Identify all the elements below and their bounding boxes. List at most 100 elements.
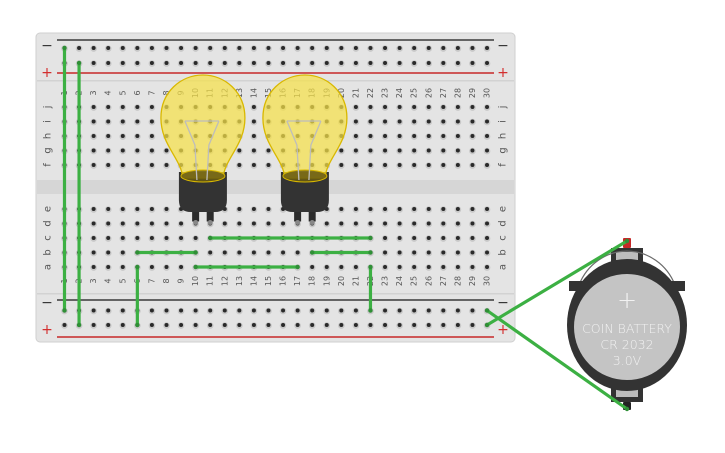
hole-i23[interactable] <box>381 118 389 126</box>
hole-a21[interactable] <box>352 264 360 271</box>
wire-end[interactable] <box>62 45 67 51</box>
hole-bottom-plus-4[interactable] <box>104 322 112 329</box>
wire-row-a-10-17[interactable] <box>193 264 300 270</box>
hole-h30[interactable] <box>483 133 491 140</box>
hole-g30[interactable] <box>483 147 491 155</box>
hole-f28[interactable] <box>454 162 462 169</box>
wire-plus-to-battery-pos[interactable] <box>484 238 630 328</box>
hole-g15[interactable] <box>265 147 272 155</box>
hole-e21[interactable] <box>352 206 360 213</box>
hole-j21[interactable] <box>352 104 360 111</box>
hole-d30[interactable] <box>483 220 491 228</box>
hole-b17[interactable] <box>294 249 301 257</box>
hole-bottom-minus-18[interactable] <box>308 307 316 315</box>
hole-f5[interactable] <box>119 162 127 169</box>
hole-f3[interactable] <box>90 162 97 169</box>
hole-a8[interactable] <box>163 264 170 271</box>
hole-top-plus-28[interactable] <box>454 60 462 67</box>
hole-e14[interactable] <box>250 206 258 213</box>
wire-end[interactable] <box>76 322 82 328</box>
hole-d14[interactable] <box>250 220 258 228</box>
hole-g6[interactable] <box>134 147 141 155</box>
hole-e22[interactable] <box>367 206 374 213</box>
hole-i24[interactable] <box>396 118 403 126</box>
hole-d29[interactable] <box>469 220 476 228</box>
hole-d5[interactable] <box>119 220 127 228</box>
hole-f24[interactable] <box>396 162 403 169</box>
hole-d22[interactable] <box>367 220 374 228</box>
hole-top-plus-22[interactable] <box>367 60 374 67</box>
hole-top-minus-28[interactable] <box>454 45 462 52</box>
hole-top-minus-23[interactable] <box>381 45 389 52</box>
hole-i28[interactable] <box>454 118 462 126</box>
hole-f21[interactable] <box>352 162 360 169</box>
hole-f29[interactable] <box>469 162 476 169</box>
hole-bottom-minus-5[interactable] <box>119 307 127 315</box>
hole-i30[interactable] <box>483 118 491 126</box>
hole-top-minus-12[interactable] <box>221 45 229 52</box>
hole-bottom-minus-9[interactable] <box>177 307 185 315</box>
hole-top-minus-14[interactable] <box>250 45 258 52</box>
hole-d12[interactable] <box>221 220 229 228</box>
hole-top-plus-13[interactable] <box>236 60 243 67</box>
hole-bottom-plus-21[interactable] <box>352 322 360 329</box>
hole-c29[interactable] <box>469 235 476 242</box>
wire-segment[interactable] <box>485 308 629 411</box>
hole-bottom-minus-8[interactable] <box>163 307 170 315</box>
hole-bottom-plus-25[interactable] <box>410 322 418 329</box>
wire-end[interactable] <box>368 264 373 270</box>
hole-top-minus-18[interactable] <box>308 45 316 52</box>
hole-top-minus-5[interactable] <box>119 45 127 52</box>
hole-c28[interactable] <box>454 235 462 242</box>
hole-i26[interactable] <box>425 118 433 126</box>
hole-b4[interactable] <box>104 249 112 257</box>
hole-i5[interactable] <box>119 118 127 126</box>
hole-top-minus-19[interactable] <box>323 45 331 52</box>
hole-top-plus-17[interactable] <box>294 60 301 67</box>
hole-a4[interactable] <box>104 264 112 271</box>
hole-g23[interactable] <box>381 147 389 155</box>
hole-d4[interactable] <box>104 220 112 228</box>
hole-top-plus-8[interactable] <box>163 60 170 67</box>
hole-b16[interactable] <box>279 249 287 257</box>
hole-bottom-minus-17[interactable] <box>294 307 301 315</box>
hole-j7[interactable] <box>148 104 156 111</box>
hole-b13[interactable] <box>236 249 243 257</box>
wire-col22-to-minus[interactable] <box>368 264 373 313</box>
hole-f8[interactable] <box>163 162 170 169</box>
hole-e8[interactable] <box>163 206 170 213</box>
wire-end[interactable] <box>76 60 82 66</box>
wire-row-b-18-22[interactable] <box>309 250 373 255</box>
hole-bottom-plus-28[interactable] <box>454 322 462 329</box>
hole-top-minus-3[interactable] <box>90 45 97 52</box>
hole-g20[interactable] <box>338 147 345 155</box>
hole-j4[interactable] <box>104 104 112 111</box>
hole-bottom-minus-28[interactable] <box>454 307 462 315</box>
hole-top-plus-30[interactable] <box>483 60 491 67</box>
hole-e13[interactable] <box>236 206 243 213</box>
hole-j23[interactable] <box>381 104 389 111</box>
hole-i7[interactable] <box>148 118 156 126</box>
hole-e24[interactable] <box>396 206 403 213</box>
hole-top-plus-27[interactable] <box>440 60 447 67</box>
hole-a29[interactable] <box>469 264 476 271</box>
hole-d23[interactable] <box>381 220 389 228</box>
hole-e20[interactable] <box>338 206 345 213</box>
hole-bottom-minus-12[interactable] <box>221 307 229 315</box>
wire-end[interactable] <box>484 308 490 313</box>
hole-bottom-minus-14[interactable] <box>250 307 258 315</box>
hole-e28[interactable] <box>454 206 462 213</box>
hole-g5[interactable] <box>119 147 127 155</box>
hole-e15[interactable] <box>265 206 272 213</box>
hole-e29[interactable] <box>469 206 476 213</box>
hole-a25[interactable] <box>410 264 418 271</box>
hole-bottom-plus-7[interactable] <box>148 322 156 329</box>
hole-bottom-plus-20[interactable] <box>338 322 345 329</box>
hole-d25[interactable] <box>410 220 418 228</box>
hole-i6[interactable] <box>134 118 141 126</box>
hole-top-plus-12[interactable] <box>221 60 229 67</box>
hole-j3[interactable] <box>90 104 97 111</box>
hole-b27[interactable] <box>440 249 447 257</box>
hole-g28[interactable] <box>454 147 462 155</box>
hole-a27[interactable] <box>440 264 447 271</box>
